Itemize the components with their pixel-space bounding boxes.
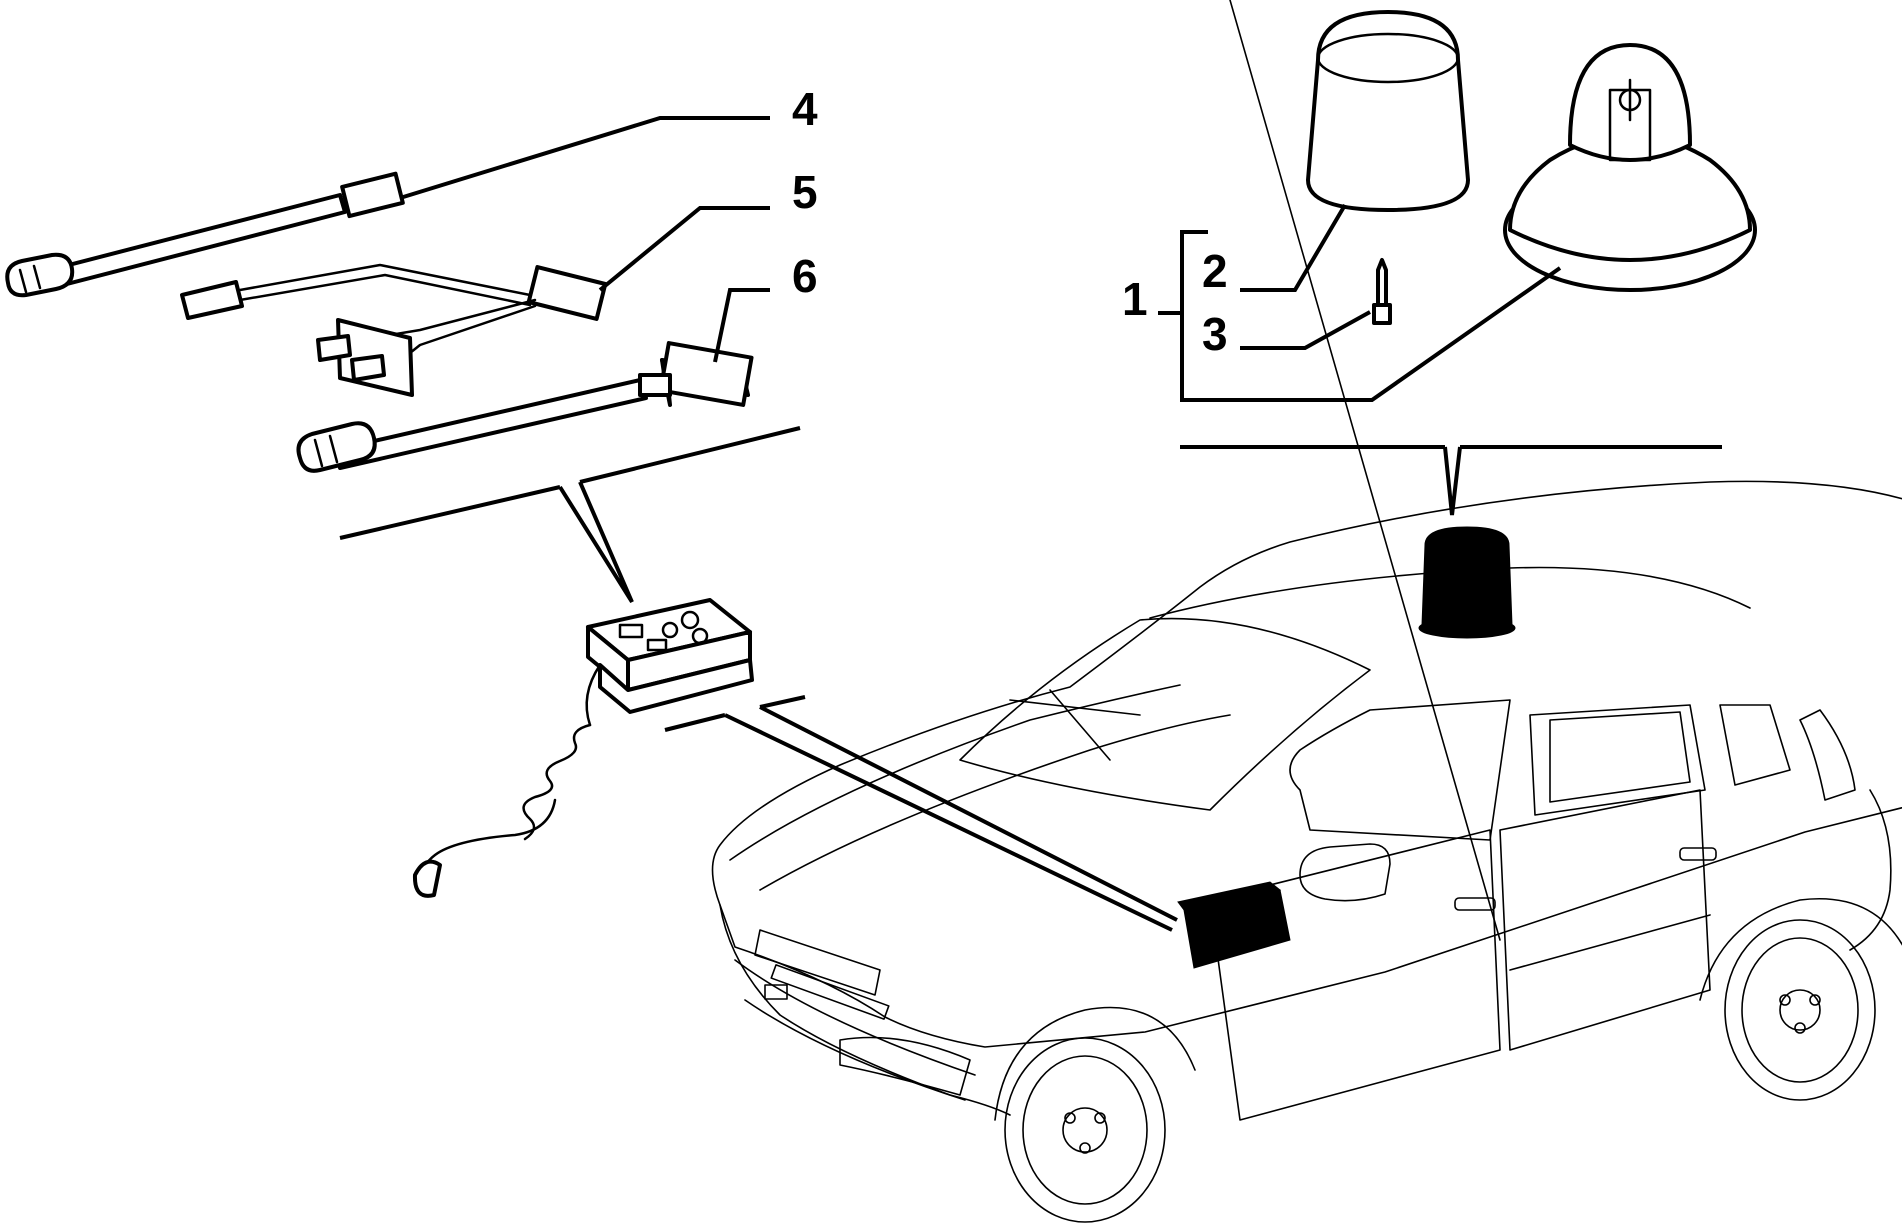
callout-1: 1: [1122, 273, 1148, 325]
beacon-lamp-icon: [1503, 43, 1757, 292]
callout-4: 4: [792, 83, 818, 135]
control-unit-icon: [412, 598, 754, 898]
hatchback-car-icon: [711, 0, 1902, 1223]
beacon-cover-icon: [1306, 10, 1470, 212]
harness-4: [5, 171, 405, 298]
dashboard-unit-icon: [1177, 881, 1291, 969]
callout-6: 6: [792, 250, 818, 302]
leaders-harness: [399, 116, 770, 363]
callout-3: 3: [1202, 308, 1228, 360]
bracket-group-1: [1158, 203, 1562, 402]
harness-6: [296, 341, 754, 473]
pointer-lines: [339, 426, 1722, 932]
callout-2: 2: [1202, 245, 1228, 297]
harness-5: [180, 263, 608, 397]
roof-beacon-icon: [1418, 526, 1516, 639]
halogen-bulb-icon: [1372, 258, 1392, 325]
callout-5: 5: [792, 166, 818, 218]
